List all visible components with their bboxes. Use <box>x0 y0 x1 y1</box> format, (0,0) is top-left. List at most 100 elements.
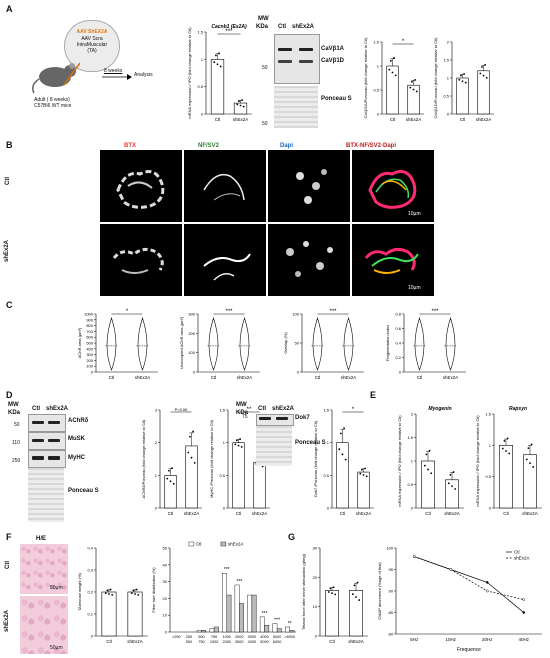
bar <box>213 626 219 633</box>
data-point <box>334 593 337 596</box>
y-tick-label: 0 <box>297 370 300 375</box>
lane-shex2a-d2: shEx2A <box>272 406 295 412</box>
ladder-50: 50 <box>262 65 268 71</box>
lane-shex2a-d: shEx2A <box>46 406 69 412</box>
ponceau-label-d2: Ponceau S <box>295 440 326 446</box>
weeks-label: 8 weeks <box>104 68 123 74</box>
y-tick-label: 0 <box>489 506 492 511</box>
y-tick-label: 10 <box>313 604 318 609</box>
mw-label-d2: MW <box>236 402 247 408</box>
x-tick-label: Ctl <box>425 511 431 516</box>
data-point <box>532 466 535 468</box>
y-tick-label: 0 <box>447 112 450 117</box>
data-point <box>508 452 511 455</box>
y-tick-label: 20 <box>163 596 168 601</box>
bar <box>164 475 177 509</box>
x-tick-label: shEx2A <box>127 639 143 644</box>
lane-shex2a: shEx2A <box>292 24 315 30</box>
data-point <box>216 63 219 66</box>
he-shex2a-image <box>20 596 68 654</box>
chart-title: Cacnb1 (Ex2A) <box>211 24 247 30</box>
significance-label: ** <box>247 407 252 413</box>
x-tick-label: 3000 <box>235 640 243 644</box>
y-tick-label: 0 <box>411 506 414 511</box>
data-point <box>332 586 335 589</box>
scale-bar-f-shex2a: 50µm <box>50 645 63 651</box>
x-tick-label: shEx2A <box>348 639 364 644</box>
violin <box>445 317 456 371</box>
violin <box>414 317 425 371</box>
y-tick-label: 0.5 <box>323 473 329 478</box>
y-tick-label: 50 <box>163 546 168 551</box>
data-point <box>241 99 243 101</box>
panel-label-d: D <box>6 390 13 400</box>
nfsv2-shex2a-image <box>184 224 266 296</box>
mw-label: MW <box>258 16 269 22</box>
y-tick-label: 0 <box>399 370 402 375</box>
data-point <box>168 469 170 472</box>
data-point <box>219 65 222 68</box>
data-point <box>238 100 240 103</box>
y-axis-label: TA/mouse weight (%) <box>77 572 82 611</box>
y-tick-label: 0 <box>91 370 94 375</box>
scale-bar-shex2a: 10µm <box>408 285 421 291</box>
y-tick-label: 1.5 <box>485 412 491 417</box>
data-point <box>484 63 486 66</box>
y-tick-label: 0.5 <box>443 94 449 99</box>
myhc-blot <box>28 450 66 468</box>
y-tick-label: 900 <box>86 317 93 322</box>
data-point <box>391 71 394 74</box>
significance-label: *** <box>225 29 233 35</box>
ladder-50b: 50 <box>262 121 268 127</box>
series-line <box>414 556 524 613</box>
significance-label: * <box>126 309 129 315</box>
x-tick-label: Ctl <box>236 511 242 516</box>
dapi-ctl-image <box>268 150 350 222</box>
significance-label: * <box>402 39 405 45</box>
data-point <box>359 472 362 475</box>
row-ctl-f: Ctl <box>5 561 11 569</box>
x-tick-label: >6000 <box>284 635 295 639</box>
y-tick-label: 90 <box>389 589 394 594</box>
row-ctl: Ctl <box>5 177 11 185</box>
bar <box>336 442 349 509</box>
col-btx: BTX <box>124 143 136 149</box>
y-axis-label: Fragmentation index <box>385 325 390 361</box>
data-point <box>425 453 428 456</box>
y-tick-label: 1 <box>447 76 450 81</box>
aav-scra-label: AAV Scra <box>81 36 103 42</box>
data-point <box>530 443 533 446</box>
ponceau-stain <box>274 86 318 128</box>
data-point <box>218 52 220 55</box>
x-tick-label: Ctl <box>168 511 174 516</box>
lane-ctl: Ctl <box>278 24 286 30</box>
y-tick-label: 0.8 <box>395 312 401 317</box>
chart-title: Rapsyn <box>509 406 527 412</box>
data-point <box>362 474 365 476</box>
bar <box>499 445 513 509</box>
data-point <box>430 472 433 475</box>
achrd-blot <box>28 414 66 432</box>
y-tick-label: 600 <box>86 335 93 340</box>
y-tick-label: 1 <box>201 57 204 62</box>
y-tick-label: 2 <box>447 40 450 45</box>
kda-label-d2: KDa <box>236 410 249 416</box>
y-tick-label: 0.1 <box>87 612 93 617</box>
ponceau-stain-d2 <box>256 426 292 466</box>
data-point <box>415 90 418 93</box>
data-point <box>234 443 237 446</box>
violin <box>343 317 354 371</box>
data-point <box>236 439 238 442</box>
y-tick-label: 0.5 <box>373 88 379 93</box>
data-point <box>525 458 528 461</box>
x-tick-label: 6000 <box>273 640 281 644</box>
y-tick-label: 1000 <box>84 312 94 317</box>
x-tick-label: 500 <box>198 635 204 639</box>
data-point <box>522 598 526 601</box>
bar <box>445 479 459 509</box>
data-point <box>522 611 526 614</box>
